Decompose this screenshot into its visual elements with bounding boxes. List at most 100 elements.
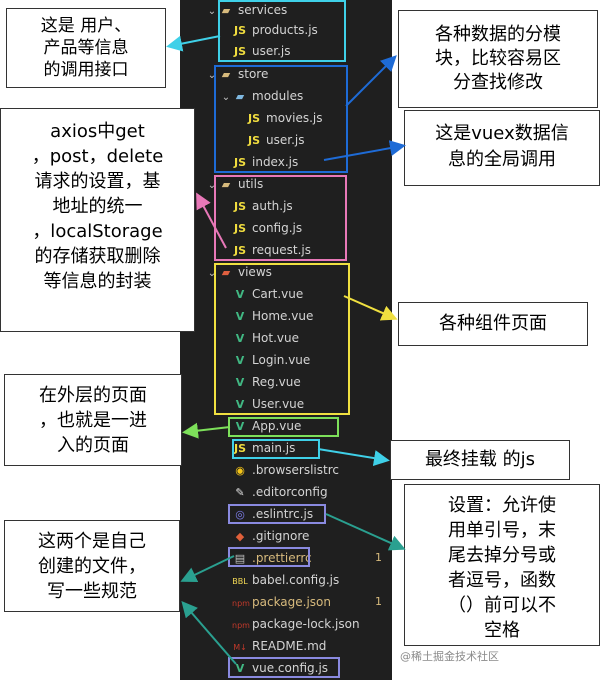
highlight-services	[218, 0, 346, 62]
file-gitignore[interactable]: ◆.gitignore	[232, 526, 310, 546]
note-line: ，localStorage	[32, 221, 163, 242]
file-auth-js[interactable]: JS auth.js	[232, 196, 293, 216]
chevron-down-icon: ⌄	[207, 70, 217, 81]
note-line: 设置：允许使	[448, 495, 556, 516]
folder-label: services	[238, 3, 288, 17]
file-label: package.json	[252, 595, 332, 609]
file-label: Hot.vue	[252, 331, 299, 345]
file-config-js[interactable]: JS config.js	[232, 218, 302, 238]
chevron-down-icon: ⌄	[207, 6, 217, 17]
note-line: 尾去掉分号或	[448, 545, 556, 566]
note-line: 产品等信息	[43, 38, 129, 58]
highlight-vue-config	[228, 657, 340, 678]
npm-icon: npm	[232, 621, 250, 630]
file-label: babel.config.js	[252, 573, 340, 587]
chevron-down-icon: ⌄	[221, 92, 231, 103]
file-request-js[interactable]: JS request.js	[232, 240, 311, 260]
js-icon: JS	[233, 244, 246, 257]
file-editorconfig[interactable]: ✎.editorconfig	[232, 482, 328, 502]
chevron-down-icon: ⌄	[207, 180, 217, 191]
file-prettierrc[interactable]: ▤.prettierrc 1	[232, 548, 392, 568]
note-line: ，post，delete	[31, 146, 164, 167]
note-views: 各种组件页面	[398, 302, 588, 346]
js-icon: JS	[233, 442, 246, 455]
folder-services[interactable]: ⌄▰services	[206, 0, 287, 20]
folder-views[interactable]: ⌄▰views	[206, 262, 272, 282]
file-user-js[interactable]: JS user.js	[232, 41, 291, 61]
js-icon: JS	[233, 24, 246, 37]
file-label: Reg.vue	[252, 375, 301, 389]
note-line: 地址的统一	[52, 196, 143, 217]
babel-icon: BBL	[232, 577, 248, 586]
folder-icon: ▰	[235, 90, 245, 103]
note-eslint: 设置：允许使 用单引号，末 尾去掉分号或 者逗号，函数 （）前可以不 空格	[404, 484, 600, 646]
file-label: .editorconfig	[252, 485, 328, 499]
note-line: 者逗号，函数	[448, 570, 556, 591]
folder-modules[interactable]: ⌄ ▰ modules	[220, 86, 303, 106]
file-label: request.js	[252, 243, 312, 257]
file-label: index.js	[252, 155, 299, 169]
vue-icon: V	[235, 376, 245, 389]
file-label: user.js	[252, 44, 291, 58]
file-label: .eslintrc.js	[252, 507, 314, 521]
file-movies-js[interactable]: JS movies.js	[246, 108, 323, 128]
note-axios: axios中get ，post，delete 请求的设置，基 地址的统一 ，lo…	[0, 108, 195, 332]
file-browserslistrc[interactable]: ◉ .browserslistrc	[232, 460, 339, 480]
note-line: 的调用接口	[43, 60, 129, 80]
note-line: 这是vuex数据信	[435, 123, 569, 144]
js-icon: JS	[233, 200, 246, 213]
note-line: 息的全局调用	[448, 149, 556, 170]
git-icon: ◆	[235, 530, 245, 543]
note-line: axios中get	[50, 121, 145, 142]
highlight-store	[214, 65, 348, 173]
highlight-eslintrc	[228, 504, 326, 524]
file-label: README.md	[252, 639, 327, 653]
folder-utils[interactable]: ⌄▰utils	[206, 174, 263, 194]
chevron-down-icon: ⌄	[207, 268, 217, 279]
eslint-icon: ◎	[235, 508, 245, 521]
file-label: package-lock.json	[252, 617, 360, 631]
note-line: 创建的文件，	[38, 556, 146, 577]
folder-label: store	[238, 67, 269, 81]
folder-store[interactable]: ⌄▰store	[206, 64, 269, 84]
file-eslintrc[interactable]: ◎ .eslintrc.js	[232, 504, 313, 524]
note-custom: 这两个是自己 创建的文件， 写一些规范	[4, 520, 180, 612]
note-line: 在外层的页面	[39, 385, 147, 406]
js-icon: JS	[247, 134, 260, 147]
js-icon: JS	[233, 45, 246, 58]
vue-icon: V	[235, 420, 245, 433]
js-icon: JS	[247, 112, 260, 125]
note-line: 这是 用户、	[40, 16, 132, 36]
file-label: .browserslistrc	[252, 463, 339, 477]
note-line: 各种数据的分模	[435, 24, 561, 45]
file-label: movies.js	[266, 111, 323, 125]
file-reg-vue[interactable]: V Reg.vue	[232, 372, 301, 392]
note-line: 各种组件页面	[439, 313, 547, 334]
file-label: auth.js	[252, 199, 293, 213]
npm-icon: npm	[232, 599, 250, 608]
file-label: config.js	[252, 221, 303, 235]
note-line: 分查找修改	[453, 72, 543, 93]
note-line: 空格	[484, 620, 520, 641]
js-icon: JS	[233, 222, 246, 235]
file-babel-config[interactable]: BBL babel.config.js	[232, 570, 339, 590]
file-index-js[interactable]: JS index.js	[232, 152, 298, 172]
folder-label: modules	[252, 89, 304, 103]
file-readme[interactable]: M↓README.md	[232, 636, 326, 656]
modified-badge: 1	[375, 551, 382, 564]
highlight-views	[214, 263, 350, 415]
js-icon: JS	[233, 156, 246, 169]
browserslist-icon: ◉	[235, 464, 245, 477]
